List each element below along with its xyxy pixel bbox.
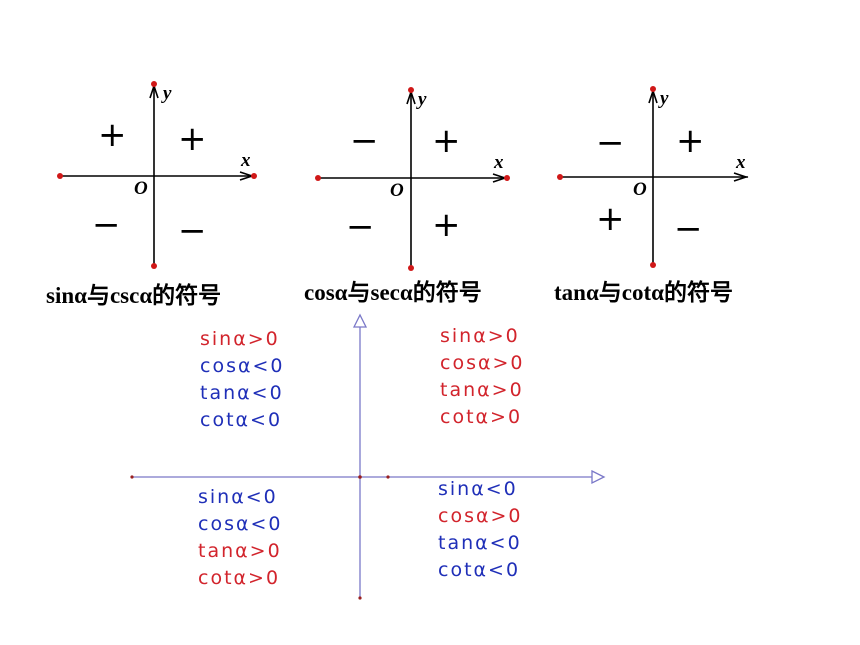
summary-q3-tan: tanα>0 (198, 540, 282, 562)
summary-q3-sin: sinα<0 (198, 486, 278, 508)
diagram-2-axis-x-label: x (494, 152, 504, 173)
summary-axes (132, 313, 606, 598)
diagram-1-sign-q1: + (178, 119, 207, 159)
diagram-3-axis-x-label: x (736, 152, 746, 173)
summary-quadrant-1: sinα>0 cosα>0 tanα>0 cotα>0 (440, 323, 525, 431)
diagram-3-axis-y-label: y (660, 88, 669, 109)
diagram-3-origin-label: O (633, 179, 647, 200)
diagram-1-axis-y-label: y (163, 83, 172, 104)
diagram-1-points (57, 81, 257, 269)
summary-q2-cos: cosα<0 (200, 355, 285, 377)
summary-q4-sin: sinα<0 (438, 478, 518, 500)
diagram-1-caption: sinα与cscα的符号 (46, 283, 222, 308)
diagram-3-sign-q3: + (596, 199, 625, 239)
diagram-2-origin-label: O (390, 180, 404, 201)
diagram-1-axes (60, 83, 255, 266)
summary-q1-tan: tanα>0 (440, 379, 524, 401)
diagram-3-sign-q1: + (676, 121, 705, 161)
diagram-3-points (557, 86, 656, 268)
diagram-1-sign-q3: − (92, 205, 121, 245)
diagram-1-origin-label: O (134, 178, 148, 199)
diagram-3-sign-q4: − (674, 209, 703, 249)
summary-points (130, 475, 390, 600)
summary-q2-sin: sinα>0 (200, 328, 280, 350)
summary-q1-cos: cosα>0 (440, 352, 525, 374)
summary-quadrant-4: sinα<0 cosα>0 tanα<0 cotα<0 (438, 476, 523, 584)
summary-q4-cot: cotα<0 (438, 559, 521, 581)
diagram-1-sign-q2: + (98, 115, 127, 155)
diagram-2-sign-q4: + (432, 205, 461, 245)
diagram-1-axis-x-label: x (241, 150, 251, 171)
diagram-2-sign-q1: + (432, 121, 461, 161)
diagram-3-caption: tanα与cotα的符号 (554, 280, 733, 305)
summary-quadrant-3: sinα<0 cosα<0 tanα>0 cotα>0 (198, 484, 283, 592)
summary-q3-cos: cosα<0 (198, 513, 283, 535)
summary-q4-tan: tanα<0 (438, 532, 522, 554)
diagram-2-caption: cosα与secα的符号 (304, 280, 482, 305)
diagram-2-axis-y-label: y (418, 89, 427, 110)
diagram-2-sign-q3: − (346, 207, 375, 247)
summary-q1-sin: sinα>0 (440, 325, 520, 347)
summary-quadrant-2: sinα>0 cosα<0 tanα<0 cotα<0 (200, 326, 285, 434)
diagram-2-points (315, 87, 510, 271)
summary-q2-cot: cotα<0 (200, 409, 283, 431)
summary-q2-tan: tanα<0 (200, 382, 284, 404)
summary-q3-cot: cotα>0 (198, 567, 281, 589)
diagram-2-sign-q2: − (350, 121, 379, 161)
diagram-3-axes (560, 88, 749, 265)
summary-q4-cos: cosα>0 (438, 505, 523, 527)
summary-q1-cot: cotα>0 (440, 406, 523, 428)
diagram-3-sign-q2: − (596, 123, 625, 163)
diagram-1-sign-q4: − (178, 211, 207, 251)
